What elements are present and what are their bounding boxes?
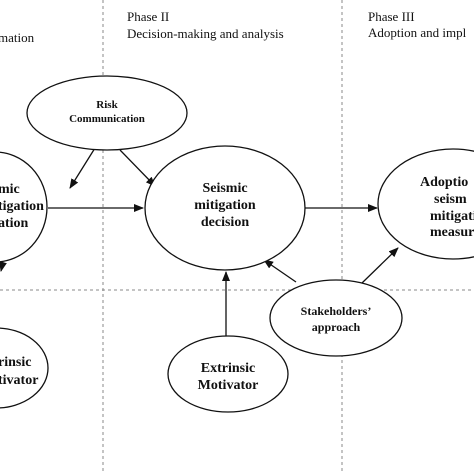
node-stakeholders-approach: Stakeholders’ approach (269, 279, 403, 357)
node-left-line-2: tigation (0, 199, 44, 214)
edge-risk-to-decision (119, 149, 156, 187)
node-stake-shape (269, 279, 403, 357)
diagram-edges (0, 147, 399, 338)
node-seismic-mitigation-decision: Seismic mitigation decision (144, 145, 306, 271)
phase-3-title: Phase III (368, 9, 415, 24)
node-adoption-line-2: seism (434, 192, 467, 207)
node-risk-line-2: Communication (69, 113, 145, 125)
phase-3-subtitle: Adoption and impl (368, 25, 467, 40)
node-extrinsic-line-2: Motivator (198, 378, 259, 393)
phase-2-title: Phase II (127, 9, 169, 24)
node-risk-line-1: Risk (96, 99, 118, 111)
node-decision-line-1: Seismic (202, 181, 247, 196)
edge-risk-to-left (69, 147, 96, 189)
node-adoption-shape (377, 148, 474, 260)
edge-stake-to-adoption (361, 247, 399, 284)
node-leftlow-line-1: rinsic (0, 355, 31, 370)
node-left-shape (0, 151, 48, 263)
phase-header-1: mation (0, 30, 35, 45)
node-stake-line-2: approach (312, 320, 361, 334)
phase-2-subtitle: Decision-making and analysis (127, 26, 284, 41)
node-decision-shape (144, 145, 306, 271)
edge-left-down (0, 261, 7, 272)
node-adoption-line-4: measur (430, 225, 474, 240)
node-left-line-1: mic (0, 182, 20, 197)
node-risk-communication: Risk Communication (26, 75, 188, 151)
node-risk-shape (26, 75, 188, 151)
node-decision-line-3: decision (201, 215, 249, 230)
node-extrinsic-line-1: Extrinsic (201, 361, 255, 376)
node-adoption-partial: Adoptio seism mitigati measur (377, 148, 474, 260)
node-left-lower-partial: rinsic tivator (0, 327, 49, 409)
node-leftlow-line-2: tivator (0, 373, 38, 388)
node-stake-line-1: Stakeholders’ (301, 304, 372, 318)
node-adoption-line-3: mitigati (430, 209, 474, 224)
node-left-line-3: ation (0, 216, 29, 231)
node-leftlow-shape (0, 327, 49, 409)
node-decision-line-2: mitigation (194, 198, 256, 213)
node-extrinsic-shape (167, 335, 289, 413)
node-adoption-line-1: Adoptio (420, 175, 468, 190)
edge-stake-to-decision (263, 259, 297, 283)
phase-header-2: Phase II Decision-making and analysis (127, 9, 284, 41)
phase-1-subtitle: mation (0, 30, 35, 45)
node-left-partial: mic tigation ation (0, 151, 48, 263)
node-extrinsic-motivator: Extrinsic Motivator (167, 335, 289, 413)
phase-header-3: Phase III Adoption and impl (368, 9, 467, 40)
